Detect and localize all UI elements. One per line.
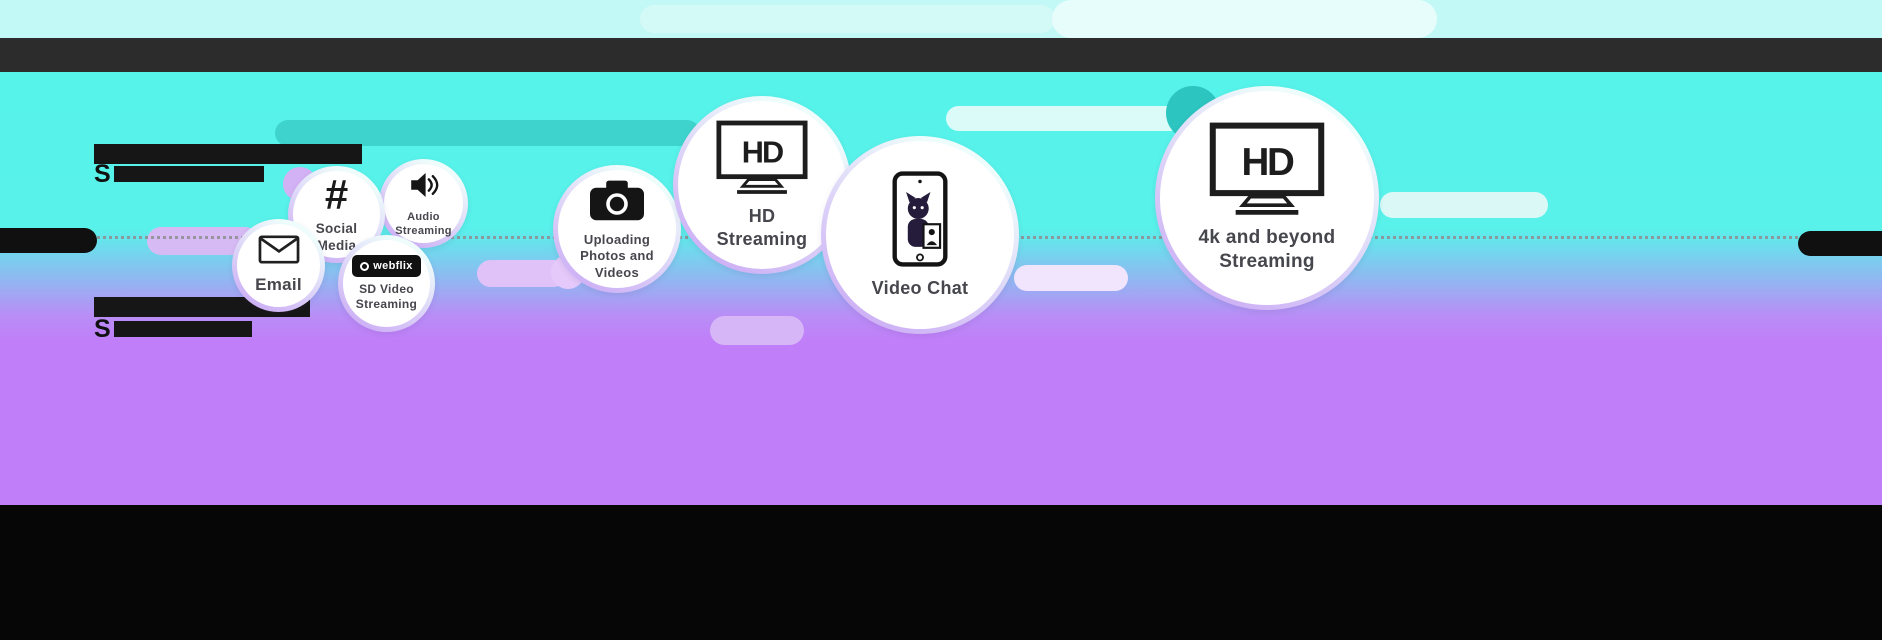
bubble-label: Audio Streaming	[395, 210, 452, 237]
bubble-label: SD Video Streaming	[355, 282, 418, 311]
webflix-logo-text: webflix	[373, 260, 413, 272]
bubble-label: Social Media	[315, 221, 358, 253]
decor-pill	[1014, 265, 1128, 291]
redacted-letter: S	[94, 314, 111, 343]
redacted-edge-bar-right	[1798, 231, 1882, 256]
bubble-label: Video Chat	[871, 277, 969, 298]
hashtag-icon: #	[324, 171, 349, 219]
redacted-edge-bar-left	[0, 228, 97, 253]
camera-icon	[588, 177, 646, 227]
video-chat-phone-icon	[892, 171, 948, 272]
bubble-label: 4k and beyond Streaming	[1198, 227, 1336, 272]
decor-pill	[1052, 0, 1437, 38]
bubble-audio-streaming: Audio Streaming	[379, 159, 468, 248]
bubble-video-inner: Video Chat	[826, 141, 1014, 329]
bubble-label: Uploading Photos and Videos	[580, 232, 654, 280]
tv-screen-text: HD	[742, 135, 783, 169]
bubble-hd-inner: HD HD Streaming	[678, 101, 846, 269]
redacted-text-bar	[94, 144, 362, 164]
envelope-icon	[258, 235, 300, 269]
bubble-label: Email	[255, 275, 302, 295]
decor-pill	[275, 120, 700, 146]
bubble-audio-inner: Audio Streaming	[384, 164, 463, 243]
tv-screen-text: HD	[1242, 141, 1294, 184]
bubble-upload-inner: Uploading Photos and Videos	[558, 170, 676, 288]
bubble-email: Email	[232, 219, 325, 312]
redacted-text-bar	[113, 321, 252, 337]
tv-hd-icon: HD	[1209, 122, 1325, 221]
webflix-dot-icon	[360, 261, 370, 271]
redacted-text-row: S	[94, 159, 264, 188]
decor-pill	[1380, 192, 1548, 218]
bubble-4k-inner: HD 4k and beyond Streaming	[1160, 91, 1374, 305]
redacted-text-row: S	[94, 314, 252, 343]
bubble-sd-inner: webflix SD Video Streaming	[343, 240, 430, 327]
decor-pill	[640, 5, 1055, 33]
decor-pill	[946, 106, 1182, 131]
webflix-logo: webflix	[352, 255, 421, 277]
tv-hd-icon: HD	[716, 120, 808, 200]
bubble-label: HD Streaming	[716, 206, 808, 249]
bubble-email-inner: Email	[237, 224, 320, 307]
speaker-icon	[408, 169, 440, 206]
redacted-letter: S	[94, 159, 111, 188]
bubble-video-chat: Video Chat	[821, 136, 1019, 334]
decor-pill	[710, 316, 804, 345]
redacted-text-bar	[113, 166, 264, 182]
bubble-sd-video-streaming: webflix SD Video Streaming	[338, 235, 435, 332]
bubble-4k-streaming: HD 4k and beyond Streaming	[1155, 86, 1379, 310]
bubble-uploading-photos: Uploading Photos and Videos	[553, 165, 681, 293]
